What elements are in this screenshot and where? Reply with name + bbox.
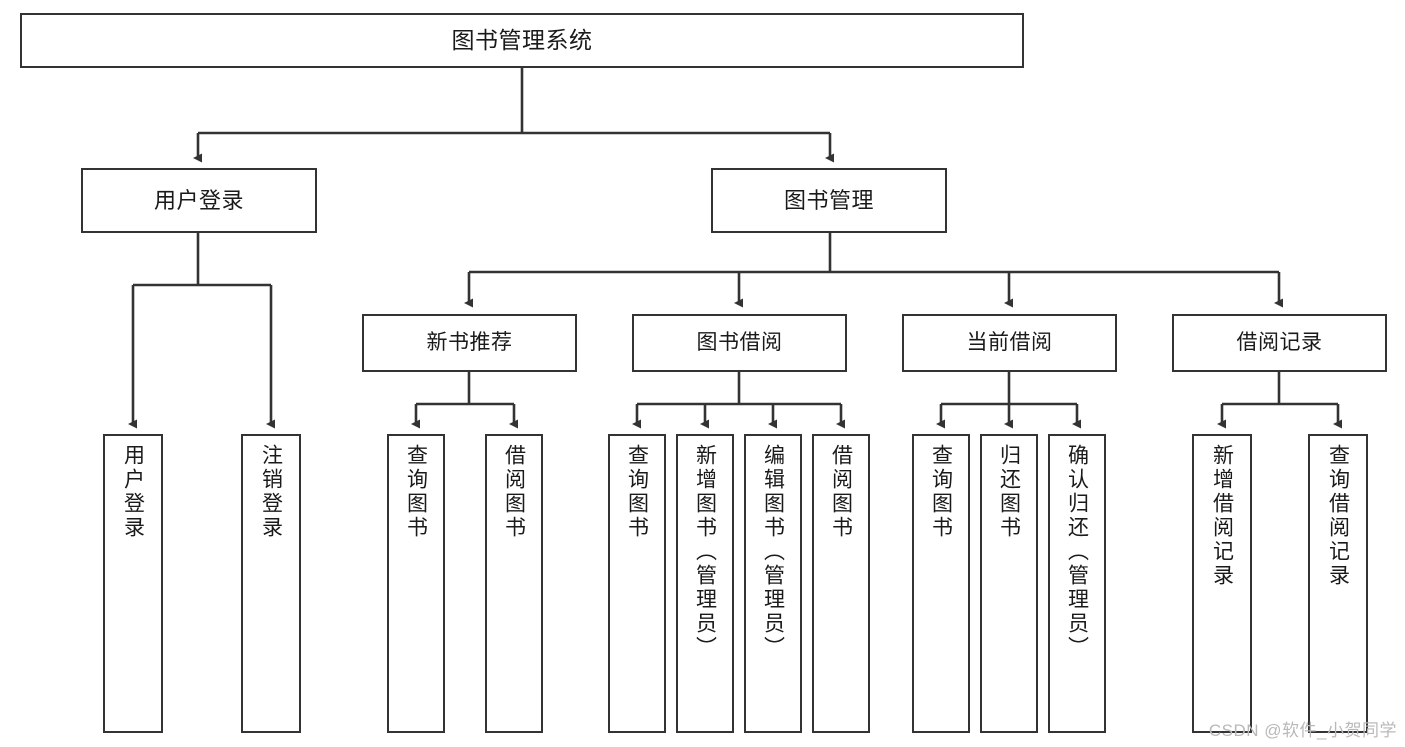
leaf-borrow-borrow-book[interactable]: 借阅图书 [812,434,870,733]
node-current-borrow[interactable]: 当前借阅 [902,314,1117,372]
node-label: 用户登录 [153,187,244,213]
leaf-recommend-query-book[interactable]: 查询图书 [387,434,445,733]
node-label: 借阅图书 [502,444,526,540]
leaf-borrow-add-book[interactable]: 新增图书（管理员） [676,434,734,733]
leaf-record-query-record[interactable]: 查询借阅记录 [1308,434,1368,733]
node-label: 查询借阅记录 [1326,444,1350,588]
csdn-watermark: CSDN @软件_小贺同学 [1208,721,1397,740]
node-label: 图书管理 [783,187,874,213]
node-label: 新增借阅记录 [1210,444,1234,588]
node-label: 新书推荐 [426,330,513,354]
leaf-user-login-login[interactable]: 用户登录 [103,434,163,733]
node-borrow-record[interactable]: 借阅记录 [1172,314,1387,372]
leaf-current-return-book[interactable]: 归还图书 [980,434,1038,733]
node-label: 编辑图书（管理员） [761,444,785,660]
node-label: 注销登录 [259,444,283,540]
leaf-borrow-edit-book[interactable]: 编辑图书（管理员） [744,434,802,733]
leaf-current-confirm-return[interactable]: 确认归还（管理员） [1048,434,1106,733]
node-label: 用户登录 [121,444,145,540]
node-label: 借阅记录 [1236,330,1323,354]
node-book-management[interactable]: 图书管理 [711,168,947,233]
node-label: 确认归还（管理员） [1065,444,1089,660]
node-label: 查询图书 [929,444,953,540]
node-root-system[interactable]: 图书管理系统 [20,13,1024,68]
node-label: 新增图书（管理员） [693,444,717,660]
leaf-borrow-query-book[interactable]: 查询图书 [608,434,666,733]
node-label: 图书借阅 [696,330,783,354]
node-label: 图书管理系统 [451,26,593,53]
leaf-recommend-borrow-book[interactable]: 借阅图书 [485,434,543,733]
node-label: 查询图书 [404,444,428,540]
node-label: 借阅图书 [829,444,853,540]
node-label: 归还图书 [997,444,1021,540]
node-label: 当前借阅 [966,330,1053,354]
node-new-book-recommend[interactable]: 新书推荐 [362,314,577,372]
node-user-login[interactable]: 用户登录 [81,168,317,233]
leaf-current-query-book[interactable]: 查询图书 [912,434,970,733]
node-book-borrow[interactable]: 图书借阅 [632,314,847,372]
leaf-record-add-record[interactable]: 新增借阅记录 [1192,434,1252,733]
leaf-user-login-logout[interactable]: 注销登录 [241,434,301,733]
node-label: 查询图书 [625,444,649,540]
